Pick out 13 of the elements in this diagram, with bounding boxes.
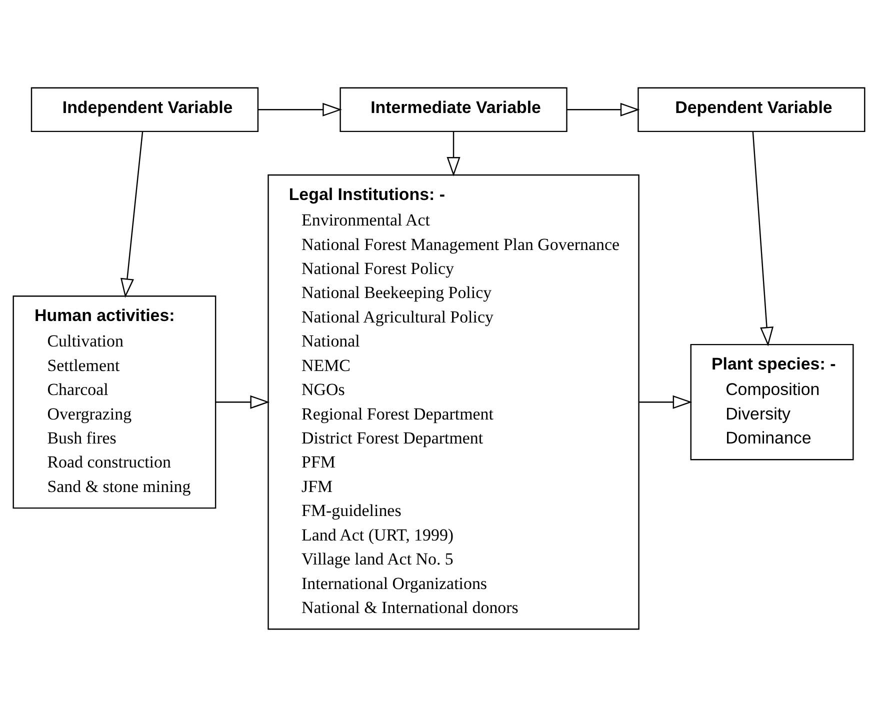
arrow [638,395,692,409]
arrow [446,132,460,176]
node-box: Plant species: - Composition Diversity Dominance [690,344,854,460]
node-box: Independent Variable [30,87,259,132]
node-box: Dependent Variable [638,87,866,132]
arrow [258,102,342,116]
node-box: Human activities: Cultivation Settlement Charcoal Overgrazing Bush fires Road construction Sand & stone mining [12,296,216,509]
arrow [120,132,144,298]
arrow [567,102,640,116]
node-box: Intermediate Variable [340,87,568,132]
arrow [752,132,774,346]
arrow [216,395,270,409]
node-box: Legal Institutions: - Environmental Act National Forest Management Plan Governance National Forest Policy National Beekeeping Policy National Agricultural Policy National NEMC NGOs Regional Forest Department District Forest Department PFM JFM FM-guidelines Land Act (URT, 1999) Village land Act No. 5 International Organizations National & International donors [268,174,640,630]
